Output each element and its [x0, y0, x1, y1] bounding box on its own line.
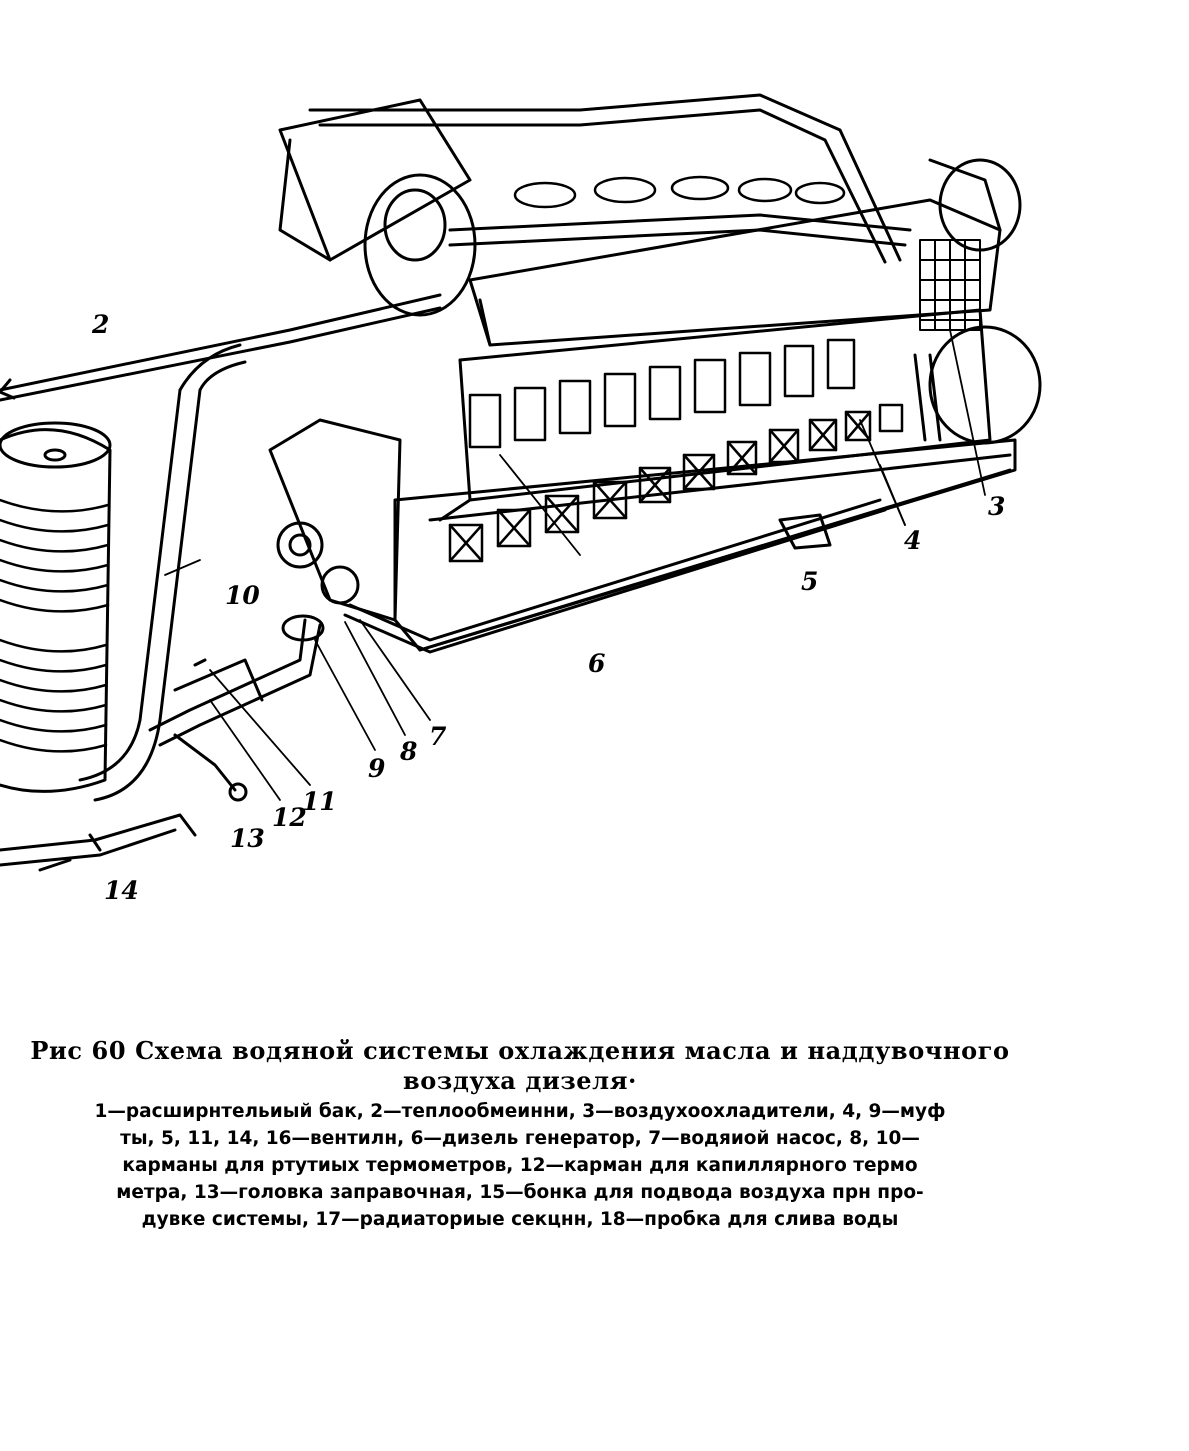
callout-8: 8 [399, 737, 417, 766]
callout-13: 13 [230, 824, 265, 853]
callout-labels: 2 3 4 5 6 7 8 9 10 11 12 13 14 [91, 310, 1005, 905]
legend-line: 1—расширнтельиый бак, 2—теплообмеинни, 3… [94, 1101, 946, 1122]
diesel-generator-drawing [268, 98, 1042, 652]
caption-title-line-1: Рис 60 Схема водяной системы охлаждения … [30, 1036, 1010, 1065]
callout-5: 5 [801, 567, 818, 596]
cooling-system-diagram: 2 3 4 5 6 7 8 9 10 11 12 13 14 [0, 93, 1042, 905]
callout-4: 4 [904, 526, 921, 555]
callout-14: 14 [104, 876, 139, 905]
legend-line: ты, 5, 11, 14, 16—вентилн, 6—дизель гене… [120, 1128, 920, 1149]
callout-3: 3 [988, 492, 1005, 521]
legend-line: карманы для ртутиых термометров, 12—карм… [122, 1155, 918, 1176]
callout-6: 6 [588, 649, 605, 678]
callout-12: 12 [272, 803, 307, 832]
piping [0, 93, 986, 872]
heat-exchanger-drawing [0, 421, 112, 793]
legend-line: метра, 13—головка заправочная, 15—бонка … [116, 1182, 924, 1203]
figure-caption: Рис 60 Схема водяной системы охлаждения … [0, 1036, 1040, 1233]
callout-7: 7 [429, 722, 447, 751]
callout-2: 2 [91, 310, 109, 339]
callout-11: 11 [302, 787, 337, 816]
callout-10: 10 [225, 581, 260, 610]
legend-line: дувке системы, 17—радиаториые секцнн, 18… [141, 1209, 899, 1230]
callout-9: 9 [368, 754, 385, 783]
caption-legend: 1—расширнтельиый бак, 2—теплообмеинни, 3… [0, 1098, 1040, 1233]
caption-title-line-2: воздуха дизеля· [403, 1066, 637, 1095]
